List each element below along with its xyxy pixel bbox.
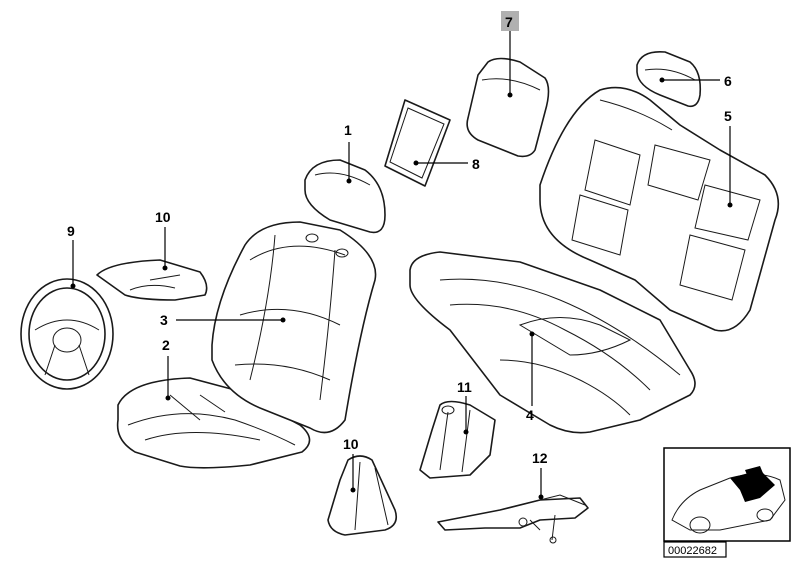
handbrake-boot[interactable] xyxy=(419,400,496,479)
rear-headrest[interactable] xyxy=(636,50,702,108)
rear-seat-cushion[interactable] xyxy=(409,251,696,434)
callout-4[interactable]: 4 xyxy=(526,407,534,423)
callout-5[interactable]: 5 xyxy=(724,108,732,124)
callout-7-highlight xyxy=(501,11,519,31)
front-headrest[interactable] xyxy=(304,159,386,234)
vehicle-inset xyxy=(663,447,791,542)
callout-1[interactable]: 1 xyxy=(344,122,352,138)
callout-9[interactable]: 9 xyxy=(67,223,75,239)
armrest[interactable] xyxy=(96,259,208,301)
callout-10-shift-boot[interactable]: 10 xyxy=(343,436,359,452)
rear-backrest[interactable] xyxy=(539,86,780,332)
steering-wheel[interactable] xyxy=(20,278,114,390)
callout-11[interactable]: 11 xyxy=(457,379,472,395)
callout-8[interactable]: 8 xyxy=(472,156,480,172)
callout-12[interactable]: 12 xyxy=(532,450,548,466)
reference-code-box: 00022682 xyxy=(663,541,727,558)
callout-10-armrest[interactable]: 10 xyxy=(155,209,171,225)
callout-3[interactable]: 3 xyxy=(160,312,168,328)
front-seat-cushion[interactable] xyxy=(116,377,311,469)
callout-numbers: 1 2 3 4 5 6 7 8 9 10 10 11 12 xyxy=(67,14,732,466)
leader-lines xyxy=(70,31,733,500)
cover-panel[interactable] xyxy=(384,99,451,187)
callout-2[interactable]: 2 xyxy=(162,337,170,353)
shift-boot[interactable] xyxy=(327,455,398,536)
rear-center-headrest[interactable] xyxy=(466,57,550,158)
callout-6[interactable]: 6 xyxy=(724,73,732,89)
callout-7[interactable]: 7 xyxy=(505,14,513,30)
front-seat-backrest[interactable] xyxy=(211,221,377,434)
handbrake-lever[interactable] xyxy=(437,494,589,544)
reference-code: 00022682 xyxy=(668,545,717,557)
